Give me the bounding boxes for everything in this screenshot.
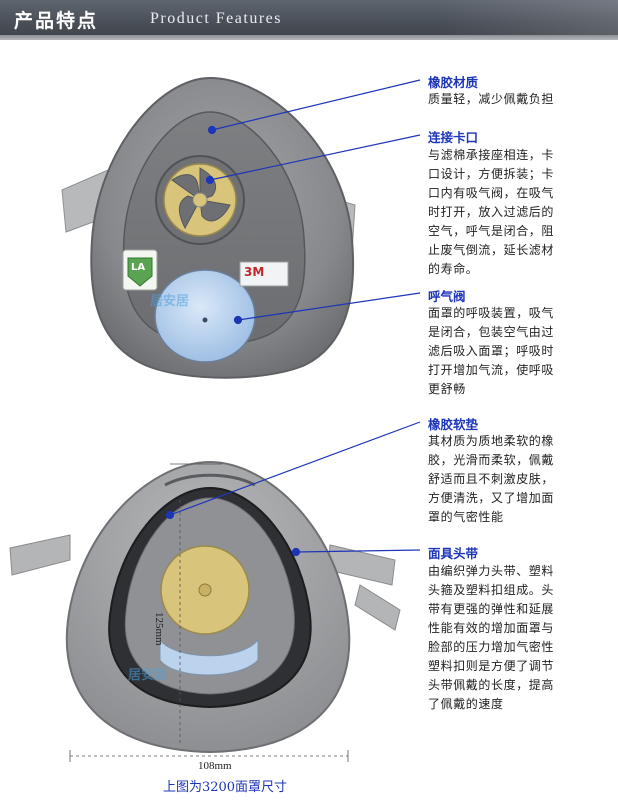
callout-lines [165,79,421,557]
header-decoration [438,0,618,40]
header-title: 产品特点 [14,10,99,32]
valve-dot [202,317,208,323]
feature-title-cushion: 橡胶软垫 [428,417,479,432]
rear-exhale-port [159,638,259,676]
rear-filter-center [198,583,212,597]
callout-dot-valve [233,315,243,325]
cushion-top-seam [164,473,256,487]
feature-desc-strap: 由编织弹力头带、塑料 头箍及塑料扣组成。头 带有更强的弹性和延展 性能有效的增加… [428,564,555,711]
mask-front-view [61,76,356,379]
rear-left-strap [9,534,71,576]
callout-dot-rubber [207,125,217,135]
feature-title-connector: 连接卡口 [428,130,479,145]
feature-title-rubber: 橡胶材质 [428,75,479,90]
header-subtitle: Product Features [150,10,282,27]
feature-title-valve: 呼气阀 [428,289,466,304]
mask-rear-view [9,460,401,754]
exhalation-valve [154,269,256,363]
feature-desc-rubber: 质量轻，减少佩戴负担 [428,92,555,106]
callout-line-cushion [169,421,421,516]
valve-vanes [171,167,231,230]
la-shield-icon [127,257,153,287]
callout-dot-connector [205,175,215,185]
feature-title-strap: 面具头带 [428,546,479,561]
feature-desc-valve: 面罩的呼吸装置，吸气 是闭合，包装空气由过 滤后吸入面罩；呼吸时 打开增加气流，… [428,306,555,396]
callout-dot-strap [291,547,301,557]
dimension-caption: 上图为3200面罩尺寸 [162,780,288,795]
callout-dot-cushion [165,510,175,520]
header-bar: 产品特点 Product Features [0,0,618,40]
callout-line-strap [295,549,421,553]
callout-line-rubber [211,79,421,131]
watermark-text-rear: 居安居 [128,668,168,683]
dimension-guides [69,463,349,762]
valve-center [192,192,208,208]
dimension-width: 108mm [198,760,232,772]
brand-mark: 3M [244,265,265,279]
rear-right-strap-lower [354,584,401,631]
brand-label [239,261,289,287]
feature-desc-cushion: 其材质为质地柔软的橡 胶，光滑而柔软，佩戴 舒适而且不刺激皮肤， 方便清洗，又了… [428,434,555,524]
callout-line-connector [209,134,421,181]
feature-desc-connector: 与滤棉承接座相连，卡 口设计，方便拆装；卡 口内有吸气阀，在吸气 时打开，放入过… [428,148,555,276]
dimension-height: 125mm [153,612,165,646]
watermark-text: 居安居 [150,294,190,309]
la-badge-text: LA [131,262,146,273]
callout-line-valve [237,292,421,321]
